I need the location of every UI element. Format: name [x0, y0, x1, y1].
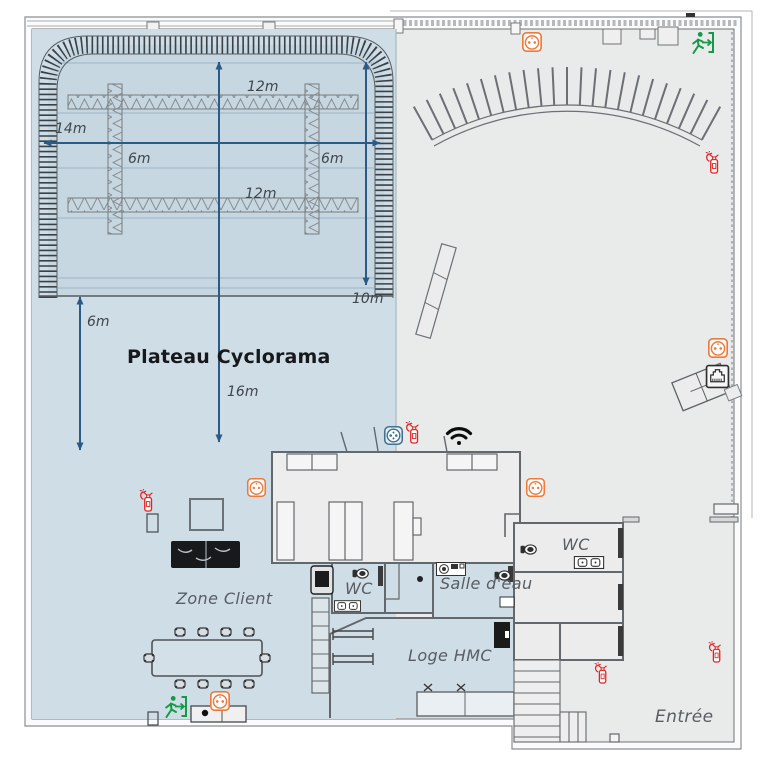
cyclorama-curtain-track — [39, 36, 393, 298]
power-outlet-icon — [522, 32, 542, 52]
truss-horizontal-bottom — [67, 197, 359, 213]
toilet-icon — [520, 544, 537, 555]
toilet-icon — [352, 568, 369, 579]
power-outlet-icon — [246, 477, 267, 498]
flight-case — [415, 243, 457, 339]
curved-lighting-rig — [412, 67, 722, 147]
toilet-icon — [494, 570, 511, 581]
double-sink-icon — [573, 556, 605, 569]
backstage-rooms — [310, 562, 516, 718]
central-room — [271, 426, 521, 564]
zone-client-furniture — [143, 498, 271, 726]
truss-horizontal-top — [67, 94, 359, 110]
dimension-arrows — [43, 61, 381, 451]
meeting-table — [151, 639, 263, 677]
three-phase-socket-icon — [383, 425, 404, 446]
sink-icon — [334, 600, 361, 612]
sanitary-fixtures — [334, 544, 605, 612]
cyclorama-stage — [38, 35, 394, 298]
entrance-block — [513, 503, 739, 743]
truss-vertical-left — [107, 83, 123, 235]
power-outlet-icon — [525, 477, 546, 498]
truss-grid — [67, 83, 359, 235]
ethernet-port-icon — [705, 364, 730, 389]
power-outlet-icon — [708, 338, 728, 358]
power-outlet-icon — [210, 691, 230, 711]
washing-machine-icon — [436, 562, 466, 576]
truss-vertical-right — [304, 83, 320, 235]
shower-icon — [499, 596, 515, 608]
